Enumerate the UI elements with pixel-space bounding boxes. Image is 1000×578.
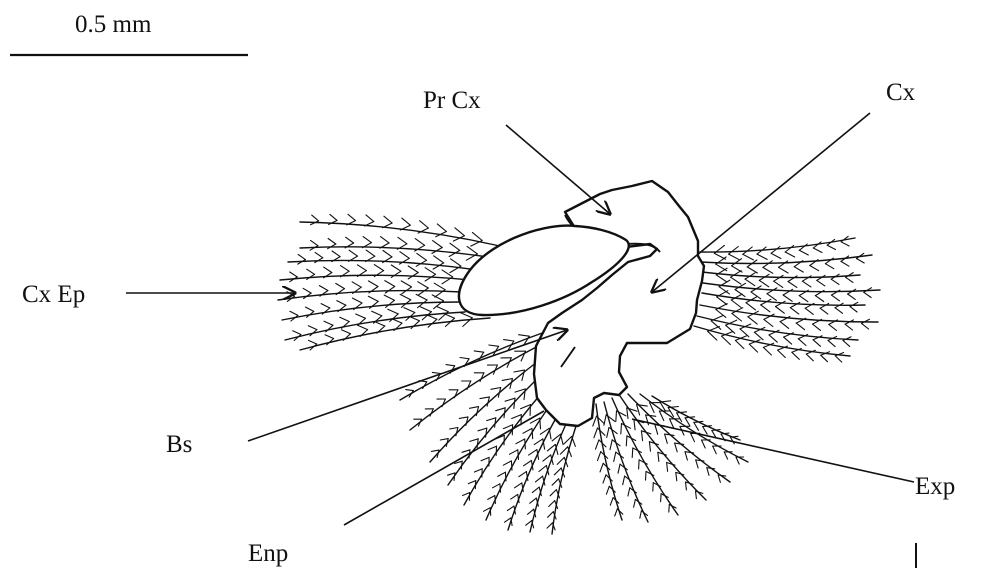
- limb-body: [459, 181, 704, 426]
- pr-cx-arrow: [506, 125, 610, 214]
- plumose-seta: [547, 426, 576, 534]
- label-exopod: Exp: [915, 474, 955, 499]
- scale-bar-label: 0.5 mm: [75, 12, 151, 37]
- plumose-seta: [448, 380, 536, 485]
- plumose-seta: [280, 265, 470, 284]
- plumose-seta: [300, 237, 495, 261]
- plumose-seta: [526, 424, 566, 532]
- label-basis: Bs: [166, 432, 192, 457]
- plumose-seta: [410, 345, 540, 430]
- plumose-seta: [700, 253, 872, 273]
- label-precoxa: Pr Cx: [423, 88, 481, 113]
- label-coxal-epipod: Cx Ep: [22, 282, 85, 307]
- coxa-outline: [534, 181, 704, 426]
- plumose-seta: [593, 404, 623, 520]
- plumose-seta: [278, 281, 462, 302]
- exp-leader: [632, 419, 914, 482]
- plumose-seta: [282, 294, 460, 321]
- label-coxa: Cx: [886, 80, 915, 105]
- plumose-seta: [697, 316, 858, 347]
- plumose-seta: [288, 250, 478, 273]
- plumose-seta: [300, 214, 500, 246]
- cx-arrow: [652, 113, 870, 292]
- plumose-seta: [702, 268, 860, 287]
- label-endopod: Enp: [248, 541, 288, 566]
- plumose-seta: [700, 236, 855, 260]
